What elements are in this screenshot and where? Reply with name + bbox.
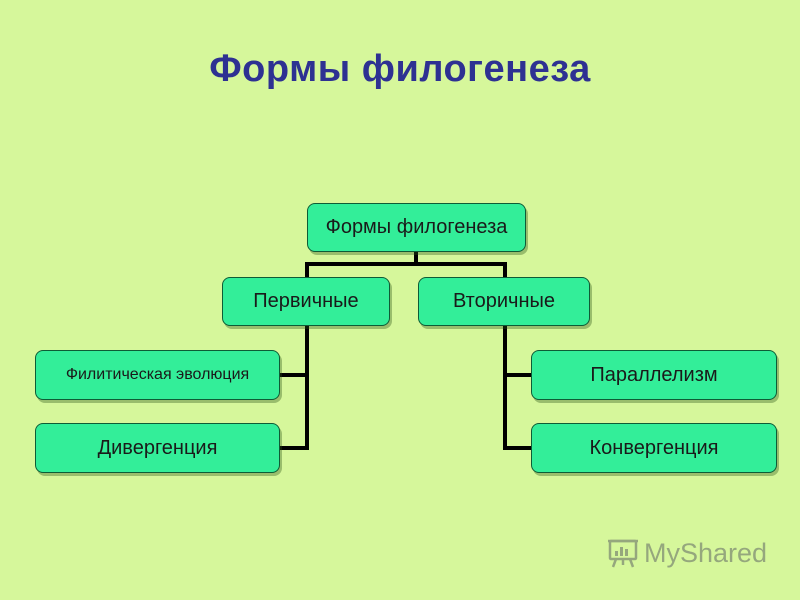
node-parallelism: Параллелизм xyxy=(531,350,777,400)
slide-title: Формы филогенеза xyxy=(209,48,591,90)
node-convergence: Конвергенция xyxy=(531,423,777,473)
node-divergence: Дивергенция xyxy=(35,423,280,473)
node-filitic-evolution: Филитическая эволюция xyxy=(35,350,280,400)
watermark-text: MyShared xyxy=(644,537,768,568)
node-root: Формы филогенеза xyxy=(307,203,526,252)
node-secondary: Вторичные xyxy=(418,277,590,326)
watermark: MyShared xyxy=(606,536,767,570)
presentation-board-icon xyxy=(608,539,638,568)
node-primary: Первичные xyxy=(222,277,390,326)
